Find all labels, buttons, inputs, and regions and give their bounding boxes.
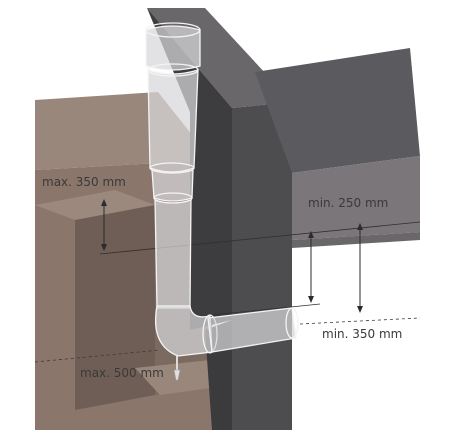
dark-block-side (147, 8, 232, 330)
pipe-assembly (145, 22, 299, 381)
label-max-350: max. 350 mm (42, 175, 126, 189)
pipe-outlet (207, 307, 297, 353)
arrow-up-icon (308, 231, 314, 238)
pipe-lower-section (154, 199, 192, 309)
pipe-cap (145, 25, 201, 71)
slab-front (292, 156, 420, 240)
dark-block-front (232, 102, 292, 430)
reference-line-exit (211, 303, 321, 316)
arrow-down-icon (357, 306, 363, 313)
arrow-down-icon (308, 296, 314, 303)
dimension-arrows (101, 199, 363, 313)
label-min-250: min. 250 mm (308, 196, 388, 210)
pipe-connector (151, 169, 194, 202)
label-max-500: max. 500 mm (80, 366, 164, 380)
tan-wall-recess-top (35, 190, 155, 220)
slab-underside (292, 232, 420, 248)
arrow-down-icon (101, 244, 107, 251)
reference-line-pipe-end (299, 317, 421, 325)
pipe-upper-section (147, 69, 199, 173)
tan-wall-recess (75, 205, 155, 410)
drain-valve-icon (173, 369, 181, 381)
reference-line-upper (99, 221, 421, 255)
slab-top (255, 48, 420, 173)
arrow-up-icon (357, 223, 363, 230)
label-min-350: min. 350 mm (322, 327, 402, 341)
reference-line-lower-dashed (34, 349, 161, 363)
arrow-up-icon (101, 199, 107, 206)
right-slab (255, 48, 420, 248)
